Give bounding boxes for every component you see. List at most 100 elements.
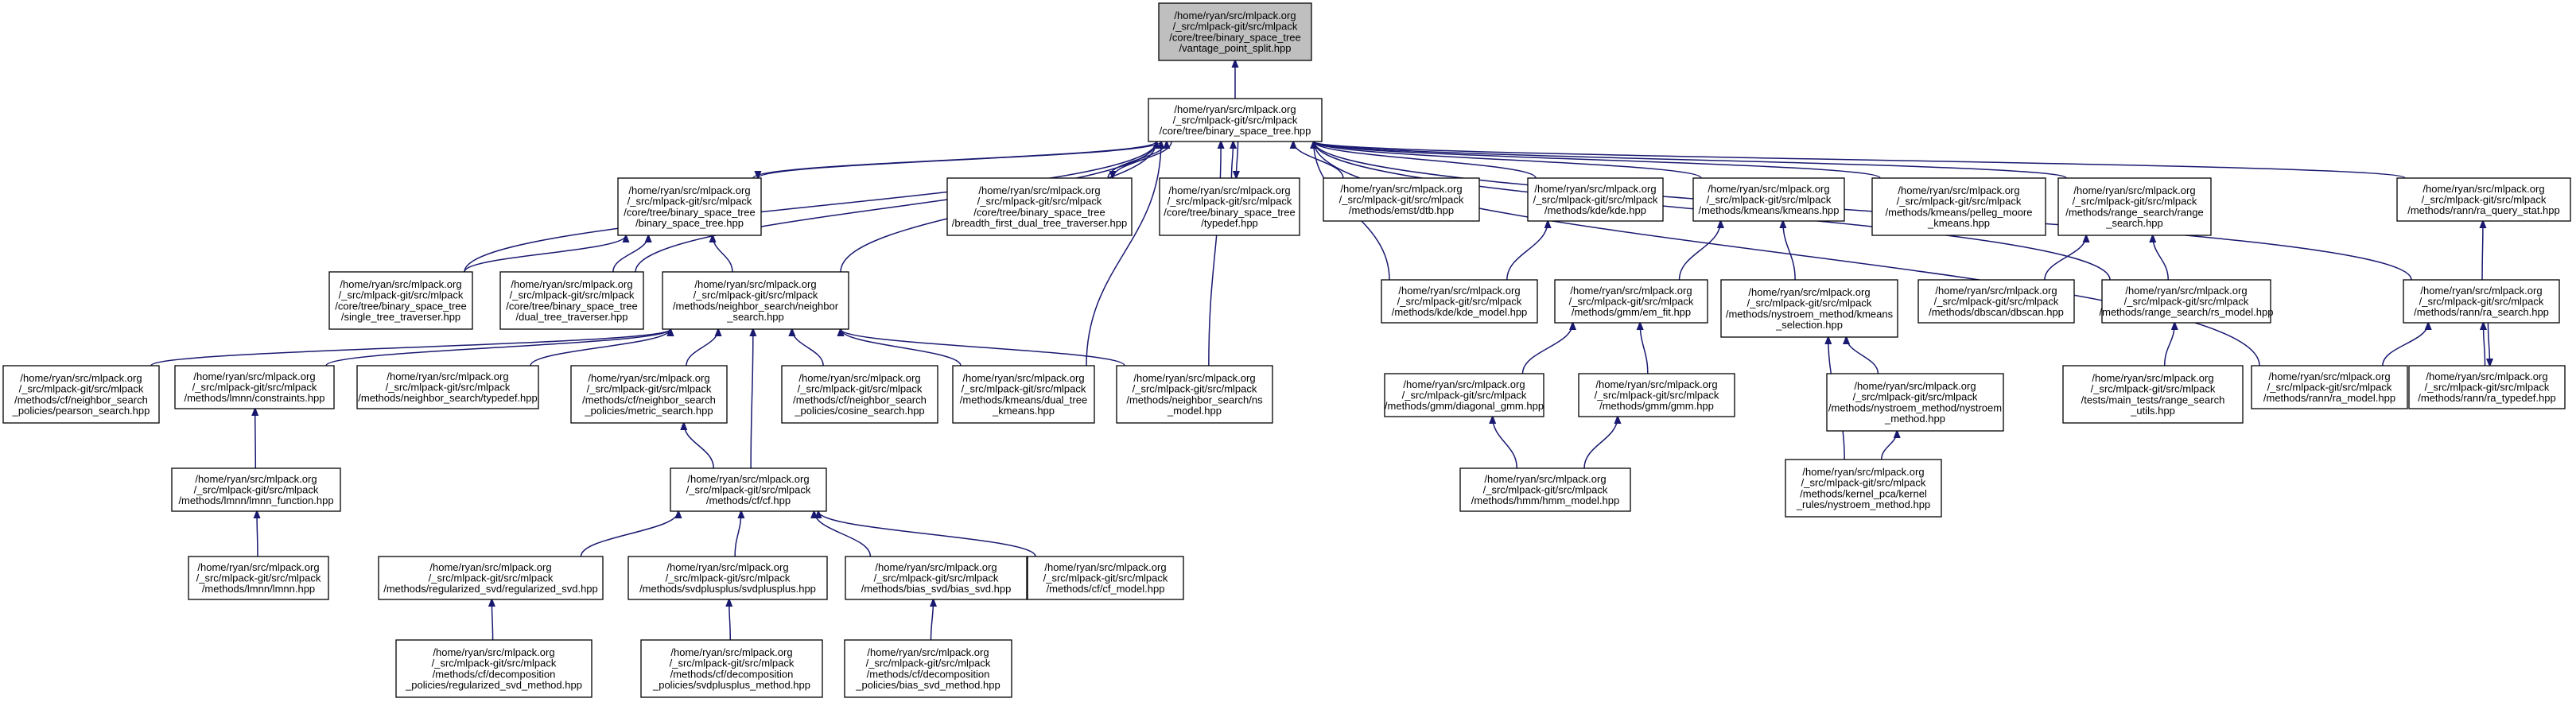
edge-raqs-to-bst [1314, 142, 2406, 179]
node-label-line: _search.hpp [2105, 217, 2163, 229]
node-ratypedef[interactable]: /home/ryan/src/mlpack.org/_src/mlpack-gi… [2408, 365, 2566, 409]
node-label-line: /home/ryan/src/mlpack.org [1748, 286, 1870, 298]
node-bfdtt[interactable]: /home/ryan/src/mlpack.org/_src/mlpack-gi… [946, 177, 1133, 236]
node-label-line: /_src/mlpack-git/src/mlpack [196, 572, 321, 584]
node-label-line: /home/ryan/src/mlpack.org [1534, 183, 1656, 195]
node-hmm[interactable]: /home/ryan/src/mlpack.org/_src/mlpack-gi… [1459, 467, 1631, 512]
node-ns[interactable]: /home/ryan/src/mlpack.org/_src/mlpack-gi… [662, 271, 849, 330]
node-label-line: _policies/regularized_svd_method.hpp [405, 679, 582, 691]
node-regsvdmethod[interactable]: /home/ryan/src/mlpack.org/_src/mlpack-gi… [395, 639, 593, 698]
node-dtt[interactable]: /home/ryan/src/mlpack.org/_src/mlpack-gi… [499, 271, 644, 330]
node-dtb[interactable]: /home/ryan/src/mlpack.org/_src/mlpack-gi… [1323, 177, 1480, 222]
node-metric[interactable]: /home/ryan/src/mlpack.org/_src/mlpack-gi… [570, 365, 728, 424]
node-label-line: /_src/mlpack-git/src/mlpack [1168, 196, 1292, 207]
node-ra_search[interactable]: /home/ryan/src/mlpack.org/_src/mlpack-gi… [2403, 279, 2560, 324]
node-constraints[interactable]: /home/ryan/src/mlpack.org/_src/mlpack-gi… [174, 365, 335, 409]
node-kpca[interactable]: /home/ryan/src/mlpack.org/_src/mlpack-gi… [1785, 459, 1942, 518]
node-nsmodel[interactable]: /home/ryan/src/mlpack.org/_src/mlpack-gi… [1116, 365, 1273, 424]
node-dualkmeans[interactable]: /home/ryan/src/mlpack.org/_src/mlpack-gi… [952, 365, 1095, 424]
node-box [844, 639, 1012, 698]
edges-layer [150, 60, 2490, 641]
node-box [1554, 279, 1708, 324]
node-biassvd[interactable]: /home/ryan/src/mlpack.org/_src/mlpack-gi… [845, 556, 1028, 600]
node-svdppmethod[interactable]: /home/ryan/src/mlpack.org/_src/mlpack-gi… [640, 639, 823, 698]
node-label-line: /home/ryan/src/mlpack.org [694, 278, 816, 290]
edge-ra_search-to-raqs [2482, 221, 2483, 281]
node-label-line: /methods/cf/neighbor_search [582, 394, 716, 405]
edge-constraints-to-ns [325, 329, 670, 367]
node-stt[interactable]: /home/ryan/src/mlpack.org/_src/mlpack-gi… [328, 271, 473, 330]
node-label-line: /typedef.hpp [1201, 217, 1258, 229]
node-label-line: /methods/cf/cf_model.hpp [1047, 583, 1165, 595]
node-rstest[interactable]: /home/ryan/src/mlpack.org/_src/mlpack-gi… [2062, 365, 2244, 424]
node-label-line: /single_tree_traverser.hpp [341, 311, 460, 323]
node-label-line: /_src/mlpack-git/src/mlpack [627, 196, 752, 207]
edge-diaggmm-to-emfit [1521, 323, 1573, 374]
node-cfmodel[interactable]: /home/ryan/src/mlpack.org/_src/mlpack-gi… [1027, 556, 1184, 600]
edge-svdppmethod-to-svdpp [729, 599, 731, 641]
node-box [499, 271, 644, 330]
node-regsvd[interactable]: /home/ryan/src/mlpack.org/_src/mlpack-gi… [378, 556, 604, 600]
node-label-line: /home/ryan/src/mlpack.org [1935, 285, 2057, 297]
node-label-line: /tests/main_tests/range_search [2081, 394, 2225, 405]
node-label-line: /home/ryan/src/mlpack.org [1802, 466, 1924, 478]
edge-regsvdmethod-to-regsvd [491, 599, 492, 641]
node-rangesearch[interactable]: /home/ryan/src/mlpack.org/_src/mlpack-gi… [2057, 177, 2212, 236]
node-label-line: /home/ryan/src/mlpack.org [1044, 561, 1166, 573]
node-typedef[interactable]: /home/ryan/src/mlpack.org/_src/mlpack-gi… [1159, 177, 1300, 236]
node-nystmethod[interactable]: /home/ryan/src/mlpack.org/_src/mlpack-gi… [1826, 373, 2004, 432]
node-dbscan[interactable]: /home/ryan/src/mlpack.org/_src/mlpack-gi… [1917, 279, 2075, 324]
node-box [1148, 98, 1323, 142]
node-label-line: /methods/lmnn/constraints.hpp [184, 392, 324, 404]
node-label-line: /methods/range_search/range [2065, 206, 2203, 218]
node-label-line: _policies/bias_svd_method.hpp [855, 679, 1000, 691]
node-ramodel[interactable]: /home/ryan/src/mlpack.org/_src/mlpack-gi… [2251, 365, 2408, 409]
node-label-line: /methods/cf/decomposition [670, 668, 794, 680]
edge-ra_search-to-ratypedef [2488, 322, 2489, 366]
node-label-line: /methods/rann/ra_typedef.hpp [2418, 392, 2555, 404]
node-label-line: /home/ryan/src/mlpack.org [867, 646, 989, 658]
node-pelleg[interactable]: /home/ryan/src/mlpack.org/_src/mlpack-gi… [1871, 177, 2046, 236]
node-biassvdmethod[interactable]: /home/ryan/src/mlpack.org/_src/mlpack-gi… [844, 639, 1012, 698]
node-kde[interactable]: /home/ryan/src/mlpack.org/_src/mlpack-gi… [1527, 177, 1664, 222]
edge-nystkmeans-to-kmeans [1783, 221, 1796, 281]
node-lmnnfunc[interactable]: /home/ryan/src/mlpack.org/_src/mlpack-gi… [171, 467, 341, 512]
node-label-line: /home/ryan/src/mlpack.org [978, 184, 1100, 196]
edge-rsmodel-to-rangesearch [2153, 235, 2169, 281]
edge-bst-to-bfdtt [1113, 141, 1172, 178]
node-svdpp[interactable]: /home/ryan/src/mlpack.org/_src/mlpack-gi… [627, 556, 828, 600]
node-bst[interactable]: /home/ryan/src/mlpack.org/_src/mlpack-gi… [1148, 98, 1323, 142]
node-raqs[interactable]: /home/ryan/src/mlpack.org/_src/mlpack-gi… [2396, 177, 2571, 222]
node-bst2[interactable]: /home/ryan/src/mlpack.org/_src/mlpack-gi… [617, 177, 762, 236]
node-box [356, 365, 539, 409]
node-nystkmeans[interactable]: /home/ryan/src/mlpack.org/_src/mlpack-gi… [1720, 279, 1898, 338]
node-nstypedef[interactable]: /home/ryan/src/mlpack.org/_src/mlpack-gi… [356, 365, 539, 409]
node-box [328, 271, 473, 330]
node-kdemodel[interactable]: /home/ryan/src/mlpack.org/_src/mlpack-gi… [1381, 279, 1538, 324]
node-cosine[interactable]: /home/ryan/src/mlpack.org/_src/mlpack-gi… [781, 365, 938, 424]
node-label-line: /home/ryan/src/mlpack.org [628, 184, 750, 196]
node-label-line: /_src/mlpack-git/src/mlpack [694, 289, 818, 301]
node-label-line: /methods/kernel_pca/kernel [1800, 487, 1927, 499]
node-label-line: /_src/mlpack-git/src/mlpack [1133, 383, 1257, 395]
node-label-line: /methods/kmeans/dual_tree [960, 394, 1087, 405]
edge-ra_search-to-bst [1314, 142, 2412, 281]
edge-nsmodel-to-ns [841, 329, 1125, 367]
node-rsmodel[interactable]: /home/ryan/src/mlpack.org/_src/mlpack-gi… [2100, 279, 2274, 324]
node-box [1917, 279, 2075, 324]
node-label-line: _policies/metric_search.hpp [584, 405, 713, 417]
edge-kde-to-bst [1314, 142, 1537, 179]
node-pearson[interactable]: /home/ryan/src/mlpack.org/_src/mlpack-gi… [2, 365, 160, 424]
node-diaggmm[interactable]: /home/ryan/src/mlpack.org/_src/mlpack-gi… [1384, 373, 1544, 417]
node-cf[interactable]: /home/ryan/src/mlpack.org/_src/mlpack-gi… [670, 467, 827, 512]
node-vps[interactable]: /home/ryan/src/mlpack.org/_src/mlpack-gi… [1158, 2, 1312, 61]
node-label-line: _model.hpp [1167, 405, 1222, 417]
node-lmnn[interactable]: /home/ryan/src/mlpack.org/_src/mlpack-gi… [188, 556, 329, 600]
node-emfit[interactable]: /home/ryan/src/mlpack.org/_src/mlpack-gi… [1554, 279, 1708, 324]
edge-cf-to-metric [684, 423, 714, 469]
edge-bst-to-bst2 [758, 141, 1162, 178]
edge-stt-to-bst2 [464, 235, 626, 273]
node-kmeans[interactable]: /home/ryan/src/mlpack.org/_src/mlpack-gi… [1692, 177, 1845, 222]
node-gmm[interactable]: /home/ryan/src/mlpack.org/_src/mlpack-gi… [1578, 373, 1735, 417]
node-box [378, 556, 604, 600]
